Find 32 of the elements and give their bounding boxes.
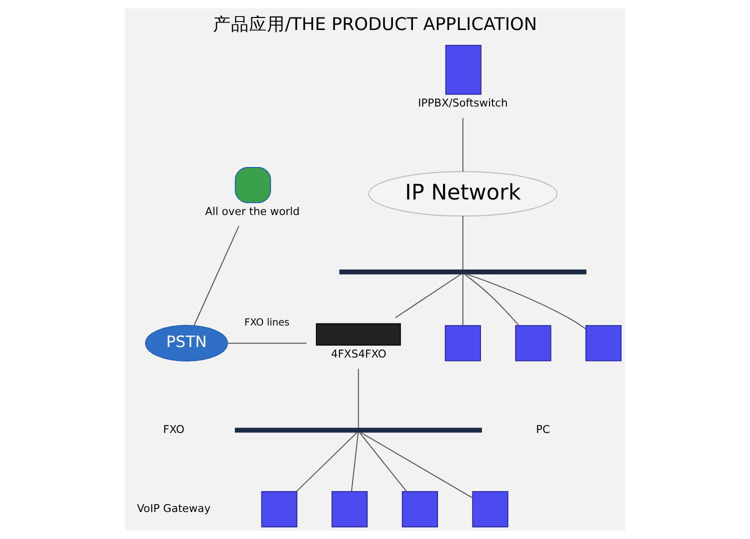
node-label: All over the world (205, 205, 300, 218)
connector (462, 216, 464, 270)
node-label: 4FXS4FXO (331, 348, 386, 361)
connector (351, 432, 359, 492)
node-box (472, 491, 508, 528)
node-box (332, 491, 368, 528)
connector (358, 432, 408, 492)
node-ellipse: PSTN (145, 324, 228, 362)
node-box (261, 491, 298, 528)
connector (296, 432, 358, 492)
label: VoIP Gateway (137, 502, 211, 515)
connector (360, 432, 473, 498)
diagram-title: 产品应用/THE PRODUCT APPLICATION (212, 15, 538, 36)
node-box (444, 325, 481, 362)
connector (358, 368, 359, 428)
connector (462, 273, 464, 326)
node-label: IPPBX/Softswitch (418, 96, 508, 110)
connector (194, 226, 240, 326)
edge-label: FXO lines (244, 318, 290, 329)
label: FXO (163, 422, 184, 436)
label: PC (536, 422, 550, 436)
connector (464, 274, 520, 326)
node-bar (339, 270, 586, 274)
node-box (402, 491, 438, 528)
connector (227, 342, 307, 344)
node-bar (234, 428, 482, 433)
connector (465, 273, 586, 330)
node-box (585, 325, 622, 362)
node-ellipse: IP Network (368, 171, 558, 217)
node-box (515, 325, 552, 362)
connector (462, 117, 464, 172)
connector (394, 273, 462, 318)
